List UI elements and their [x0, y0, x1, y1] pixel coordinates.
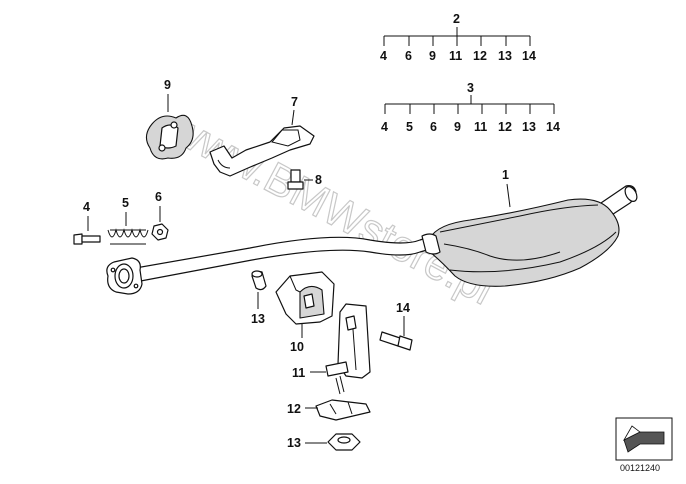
kit-3-item: 13 [522, 120, 536, 134]
part-7-label: 7 [291, 95, 298, 109]
part-4-label: 4 [83, 200, 90, 214]
kit-3-item: 5 [406, 120, 413, 134]
rear-silencer [106, 185, 638, 295]
hanger-part-10 [275, 271, 335, 325]
kit-2-item: 4 [380, 49, 387, 63]
sleeve-part-13-top [251, 270, 267, 291]
nut-part-6 [151, 223, 169, 241]
part-9-label: 9 [164, 78, 171, 92]
kit-3-bracket: 3 4 5 6 9 11 12 13 14 [381, 81, 560, 134]
kit-2-item: 9 [429, 49, 436, 63]
kit-3-label: 3 [467, 81, 474, 95]
kit-2-bracket: 2 4 6 9 11 12 13 14 [380, 12, 536, 63]
part-11-label: 11 [292, 366, 305, 380]
reference-box: 00121240 [615, 417, 673, 473]
reference-number: 00121240 [620, 463, 660, 473]
bolt-part-8 [287, 169, 304, 190]
spring-part-5 [107, 228, 149, 245]
part-10-label: 10 [290, 340, 304, 354]
bracket-part-7 [209, 125, 315, 177]
strap-part-11 [325, 303, 371, 395]
part-12-label: 12 [287, 402, 301, 416]
bolt-part-14 [379, 331, 413, 351]
part-6-label: 6 [155, 190, 162, 204]
kit-2-label: 2 [453, 12, 460, 26]
kit-2-item: 6 [405, 49, 412, 63]
kit-2-item: 12 [473, 49, 487, 63]
part-13-top-label: 13 [251, 312, 265, 326]
kit-3-item: 12 [498, 120, 512, 134]
kit-3-item: 14 [546, 120, 560, 134]
kit-2-item: 11 [449, 49, 462, 63]
kit-3-item: 9 [454, 120, 461, 134]
part-1-label: 1 [502, 168, 509, 182]
part-14-label: 14 [396, 301, 410, 315]
kit-3-item: 6 [430, 120, 437, 134]
part-8-label: 8 [315, 173, 322, 187]
pointer-arrow-icon [622, 425, 665, 453]
rubber-mount-part-9 [145, 114, 194, 160]
kit-3-item: 4 [381, 120, 388, 134]
kit-3-item: 11 [474, 120, 487, 134]
nut-part-13-bottom [327, 433, 361, 451]
kit-2-item: 14 [522, 49, 536, 63]
bolt-part-4 [73, 233, 101, 245]
kit-2-item: 13 [498, 49, 512, 63]
clip-part-12 [315, 399, 371, 421]
part-5-label: 5 [122, 196, 129, 210]
part-13-bottom-label: 13 [287, 436, 301, 450]
